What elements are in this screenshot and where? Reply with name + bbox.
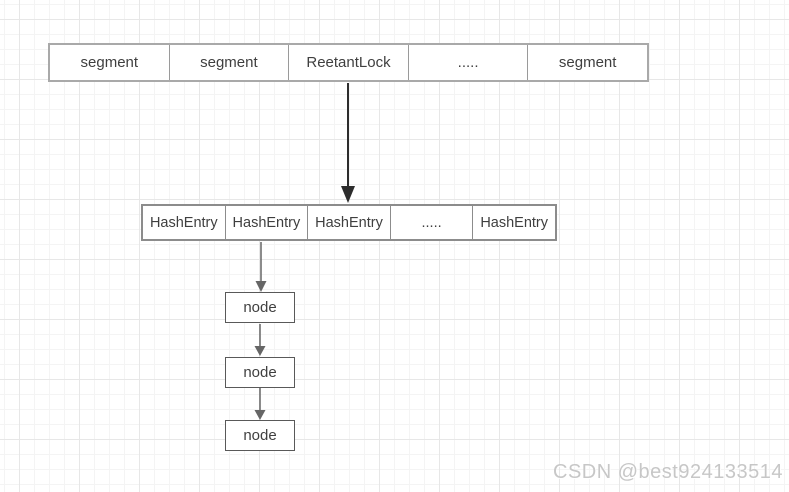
segment-cell: segment <box>527 45 647 80</box>
node-box: node <box>225 420 295 451</box>
hashentry-cell: HashEntry <box>149 214 218 231</box>
segment-cell: segment <box>80 54 139 71</box>
arrow-node2-to-node3-icon <box>254 388 266 420</box>
node-box: node <box>225 357 295 388</box>
ellipsis-cell: ..... <box>389 206 473 239</box>
segment-cell: segment <box>168 45 289 80</box>
hashentry-cell: HashEntry <box>224 206 308 239</box>
arrow-reetantlock-to-hashentry-icon <box>341 83 355 203</box>
ellipsis-cell: ..... <box>407 45 528 80</box>
arrow-hashentry-to-node-icon <box>255 242 267 292</box>
reetantlock-cell: ReetantLock <box>288 45 408 80</box>
hashentry-cell: HashEntry <box>307 206 390 239</box>
node-box: node <box>225 292 295 323</box>
watermark-text: CSDN @best924133514 <box>553 461 783 483</box>
arrow-node1-to-node2-icon <box>254 324 266 356</box>
hashentry-cell: HashEntry <box>472 206 555 239</box>
hashentry-array-row: HashEntry HashEntry HashEntry ..... Hash… <box>141 204 557 241</box>
segment-array-row: segment segment ReetantLock ..... segmen… <box>48 43 649 82</box>
